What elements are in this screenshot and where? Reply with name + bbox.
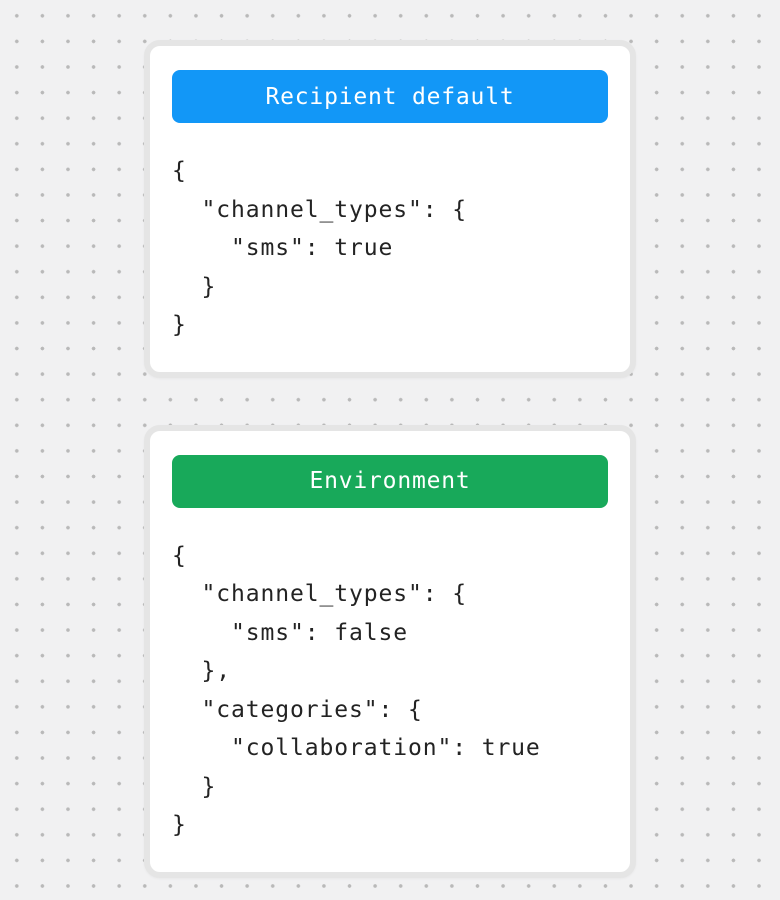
environment-json-code: { "channel_types": { "sms": false }, "ca… (172, 542, 541, 839)
recipient-default-header-badge: Recipient default (172, 70, 608, 123)
environment-card: Environment { "channel_types": { "sms": … (144, 424, 636, 878)
recipient-default-card: Recipient default { "channel_types": { "… (144, 40, 636, 378)
recipient-default-json-code: { "channel_types": { "sms": true } } (172, 158, 467, 338)
environment-header-badge: Environment (172, 454, 608, 508)
